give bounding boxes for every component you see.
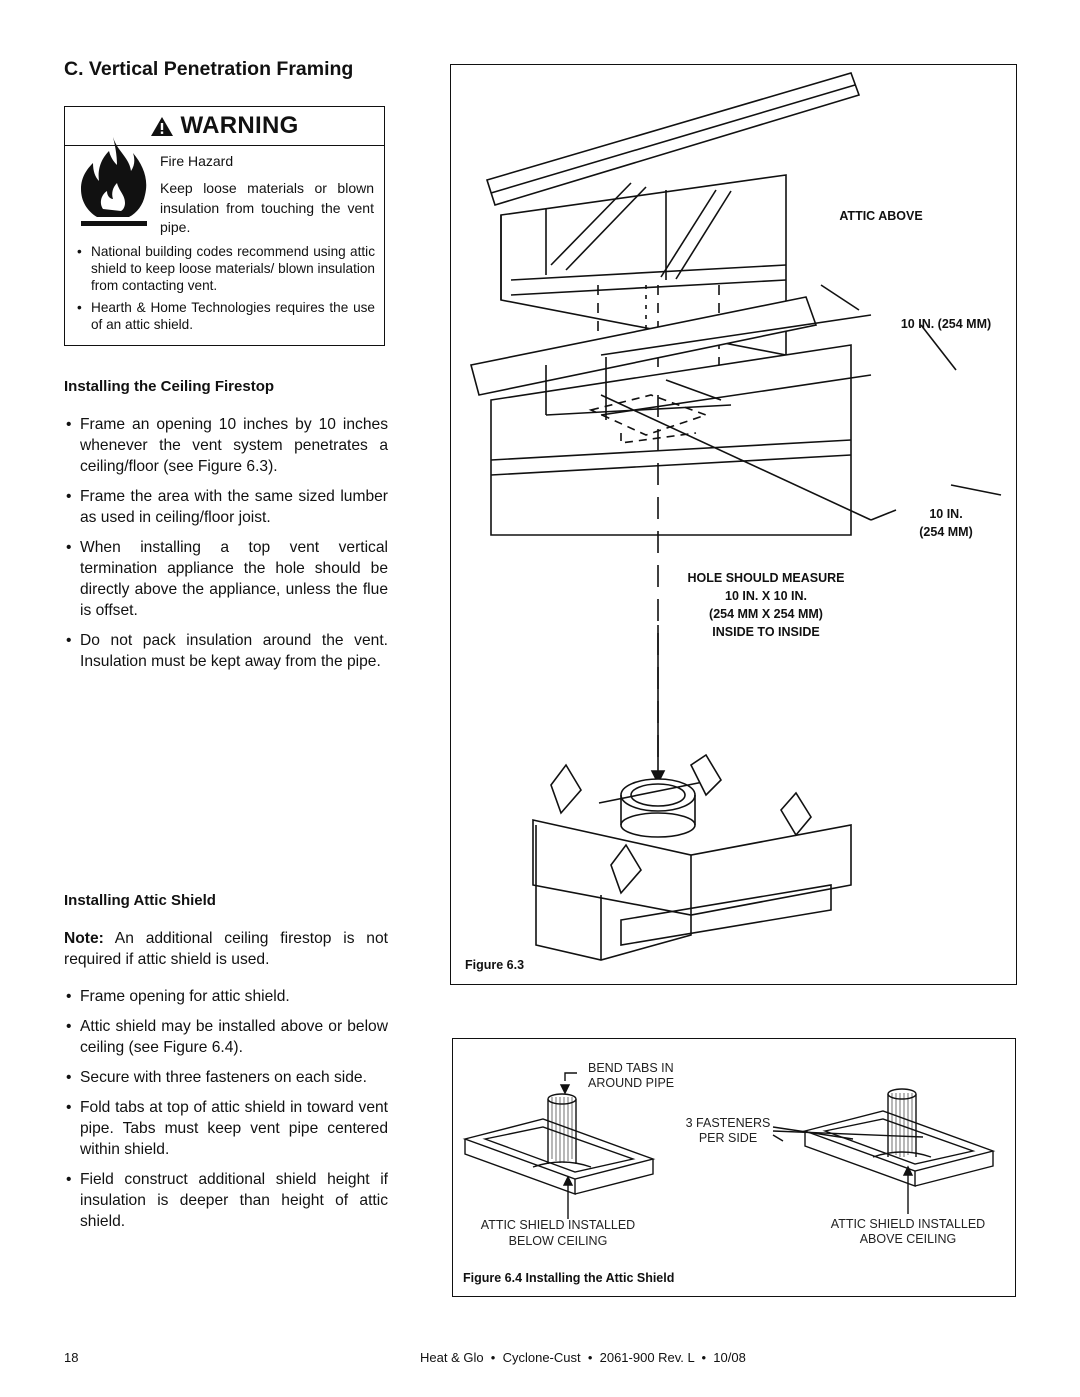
fasteners-label-1: 3 FASTENERS [685,1116,771,1130]
list-item: Frame opening for attic shield. [64,986,388,1007]
list-item: Fold tabs at top of attic shield in towa… [64,1097,388,1160]
list-item: When installing a top vent vertical term… [64,537,388,621]
ceiling-firestop-list: Frame an opening 10 inches by 10 inches … [64,414,388,681]
above-ceiling-label-2: ABOVE CEILING [859,1232,957,1246]
list-item: Do not pack insulation around the vent. … [64,630,388,672]
ceiling-firestop-heading: Installing the Ceiling Firestop [64,378,275,395]
note-text: An additional ceiling firestop is not re… [64,930,388,968]
figure-6-3-caption: Figure 6.3 [465,958,525,972]
hole-measure-label-1: HOLE SHOULD MEASURE [687,571,845,585]
below-ceiling-label-2: BELOW CEILING [508,1234,608,1248]
attic-above-label: ATTIC ABOVE [839,209,923,223]
warning-box: WARNING Fire Hazard Keep loose materials… [64,106,385,346]
list-item: Field construct additional shield height… [64,1169,388,1232]
hole-measure-label-4: INSIDE TO INSIDE [712,625,820,639]
hole-measure-label-2: 10 IN. X 10 IN. [725,589,807,603]
warning-hazard: Fire Hazard [160,153,234,169]
list-item: Frame the area with the same sized lumbe… [64,486,388,528]
list-item: Hearth & Home Technologies requires the … [75,299,375,333]
warning-title: WARNING [180,112,299,139]
list-item: National building codes recommend using … [75,243,375,294]
page-number: 18 [64,1350,79,1365]
below-ceiling-label-1: ATTIC SHIELD INSTALLED [480,1218,636,1232]
dim-side-label-2: (254 MM) [919,525,973,539]
warning-header: WARNING [65,107,384,146]
dim-top-label: 10 IN. (254 MM) [900,317,992,331]
bend-tabs-label-2: AROUND PIPE [588,1076,675,1090]
attic-shield-note: Note: An additional ceiling firestop is … [64,928,388,970]
warning-triangle-icon [151,117,174,136]
figure-6-3: ATTIC ABOVE 10 IN. (254 MM) 10 IN. (254 … [450,64,1017,985]
list-item: Attic shield may be installed above or b… [64,1016,388,1058]
dim-side-label-1: 10 IN. [929,507,963,521]
list-item: Frame an opening 10 inches by 10 inches … [64,414,388,477]
list-item: Secure with three fasteners on each side… [64,1067,388,1088]
attic-shield-heading: Installing Attic Shield [64,892,216,909]
attic-shield-list: Frame opening for attic shield. Attic sh… [64,986,388,1241]
figure-6-4: BEND TABS IN AROUND PIPE 3 FASTENERS PER… [452,1038,1016,1297]
section-title: C. Vertical Penetration Framing [64,58,354,80]
attic-shield-illustration [462,1072,996,1219]
bend-tabs-label-1: BEND TABS IN [588,1061,674,1075]
framing-illustration [470,72,1002,961]
fasteners-label-2: PER SIDE [698,1131,758,1145]
note-label: Note: [64,930,104,947]
fire-hazard-icon [81,137,147,226]
footer-doc-info: Heat & Glo • Cyclone-Cust • 2061-900 Rev… [420,1350,746,1365]
warning-bullets: National building codes recommend using … [75,243,375,338]
figure-6-4-caption: Figure 6.4 Installing the Attic Shield [463,1271,675,1285]
hole-measure-label-3: (254 MM X 254 MM) [709,607,823,621]
warning-text: Keep loose materials or blown insulation… [160,180,374,235]
above-ceiling-label-1: ATTIC SHIELD INSTALLED [830,1217,986,1231]
